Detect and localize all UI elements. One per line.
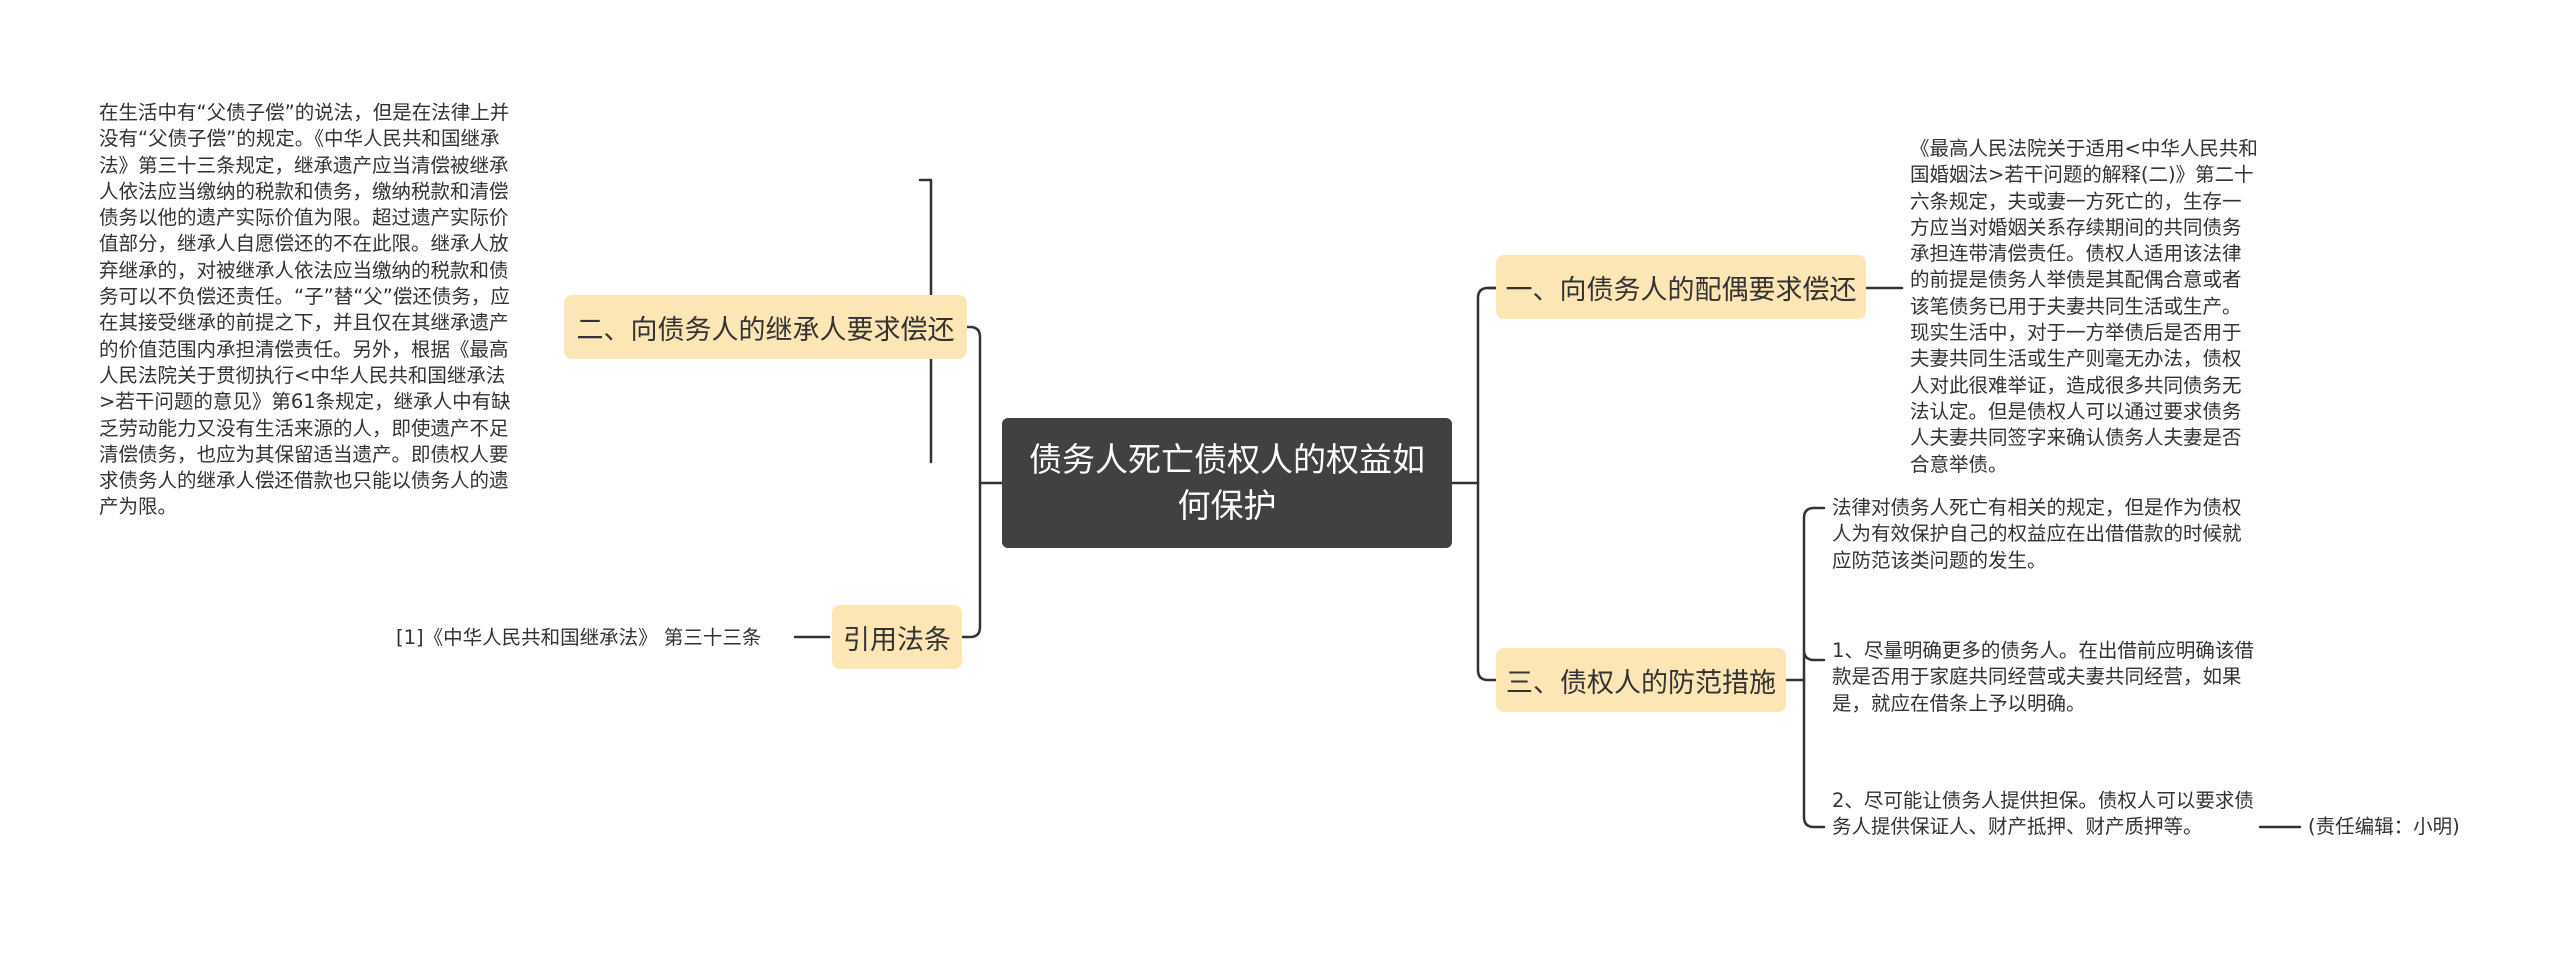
leaf-measures-intro: 法律对债务人死亡有相关的规定，但是作为债权人为有效保护自己的权益应在出借借款的时… (1832, 496, 2242, 572)
branch-spouse-repayment[interactable]: 一、向债务人的配偶要求偿还 (1496, 255, 1866, 319)
branch-cited-law-label: 引用法条 (843, 624, 951, 656)
leaf-measures-item-2: 2、尽可能让债务人提供担保。债权人可以要求债务人提供保证人、财产抵押、财产质押等… (1832, 789, 2254, 839)
leaf-citation: [1]《中华人民共和国继承法》 第三十三条 (396, 626, 762, 649)
connector-right-bus (1476, 286, 1500, 682)
root-topic-label: 债务人死亡债权人的权益如何保护 (1029, 440, 1425, 525)
connector-left-bus (958, 325, 982, 639)
branch-creditor-measures[interactable]: 三、债权人的防范措施 (1496, 648, 1786, 712)
connector-branch-measures-fan (1802, 506, 1826, 829)
branch-heirs-repayment[interactable]: 二、向债务人的继承人要求偿还 (564, 295, 967, 359)
leaf-measures-item-1: 1、尽量明确更多的债务人。在出借前应明确该借款是否用于家庭共同经营或夫妻共同经营… (1832, 639, 2254, 715)
root-topic[interactable]: 债务人死亡债权人的权益如何保护 (1002, 418, 1452, 548)
leaf-editor-note: (责任编辑：小明) (2308, 815, 2460, 838)
branch-creditor-measures-label: 三、债权人的防范措施 (1506, 667, 1776, 699)
branch-spouse-repayment-label: 一、向债务人的配偶要求偿还 (1505, 274, 1857, 306)
leaf-spouse-detail: 《最高人民法院关于适用<中华人民共和国婚姻法>若干问题的解释(二)》第二十六条规… (1910, 137, 2258, 476)
branch-heirs-repayment-label: 二、向债务人的继承人要求偿还 (576, 314, 955, 346)
branch-cited-law[interactable]: 引用法条 (832, 605, 962, 669)
leaf-heirs-detail: 在生活中有“父债子偿”的说法，但是在法律上并没有“父债子偿”的规定。《中华人民共… (99, 101, 511, 519)
